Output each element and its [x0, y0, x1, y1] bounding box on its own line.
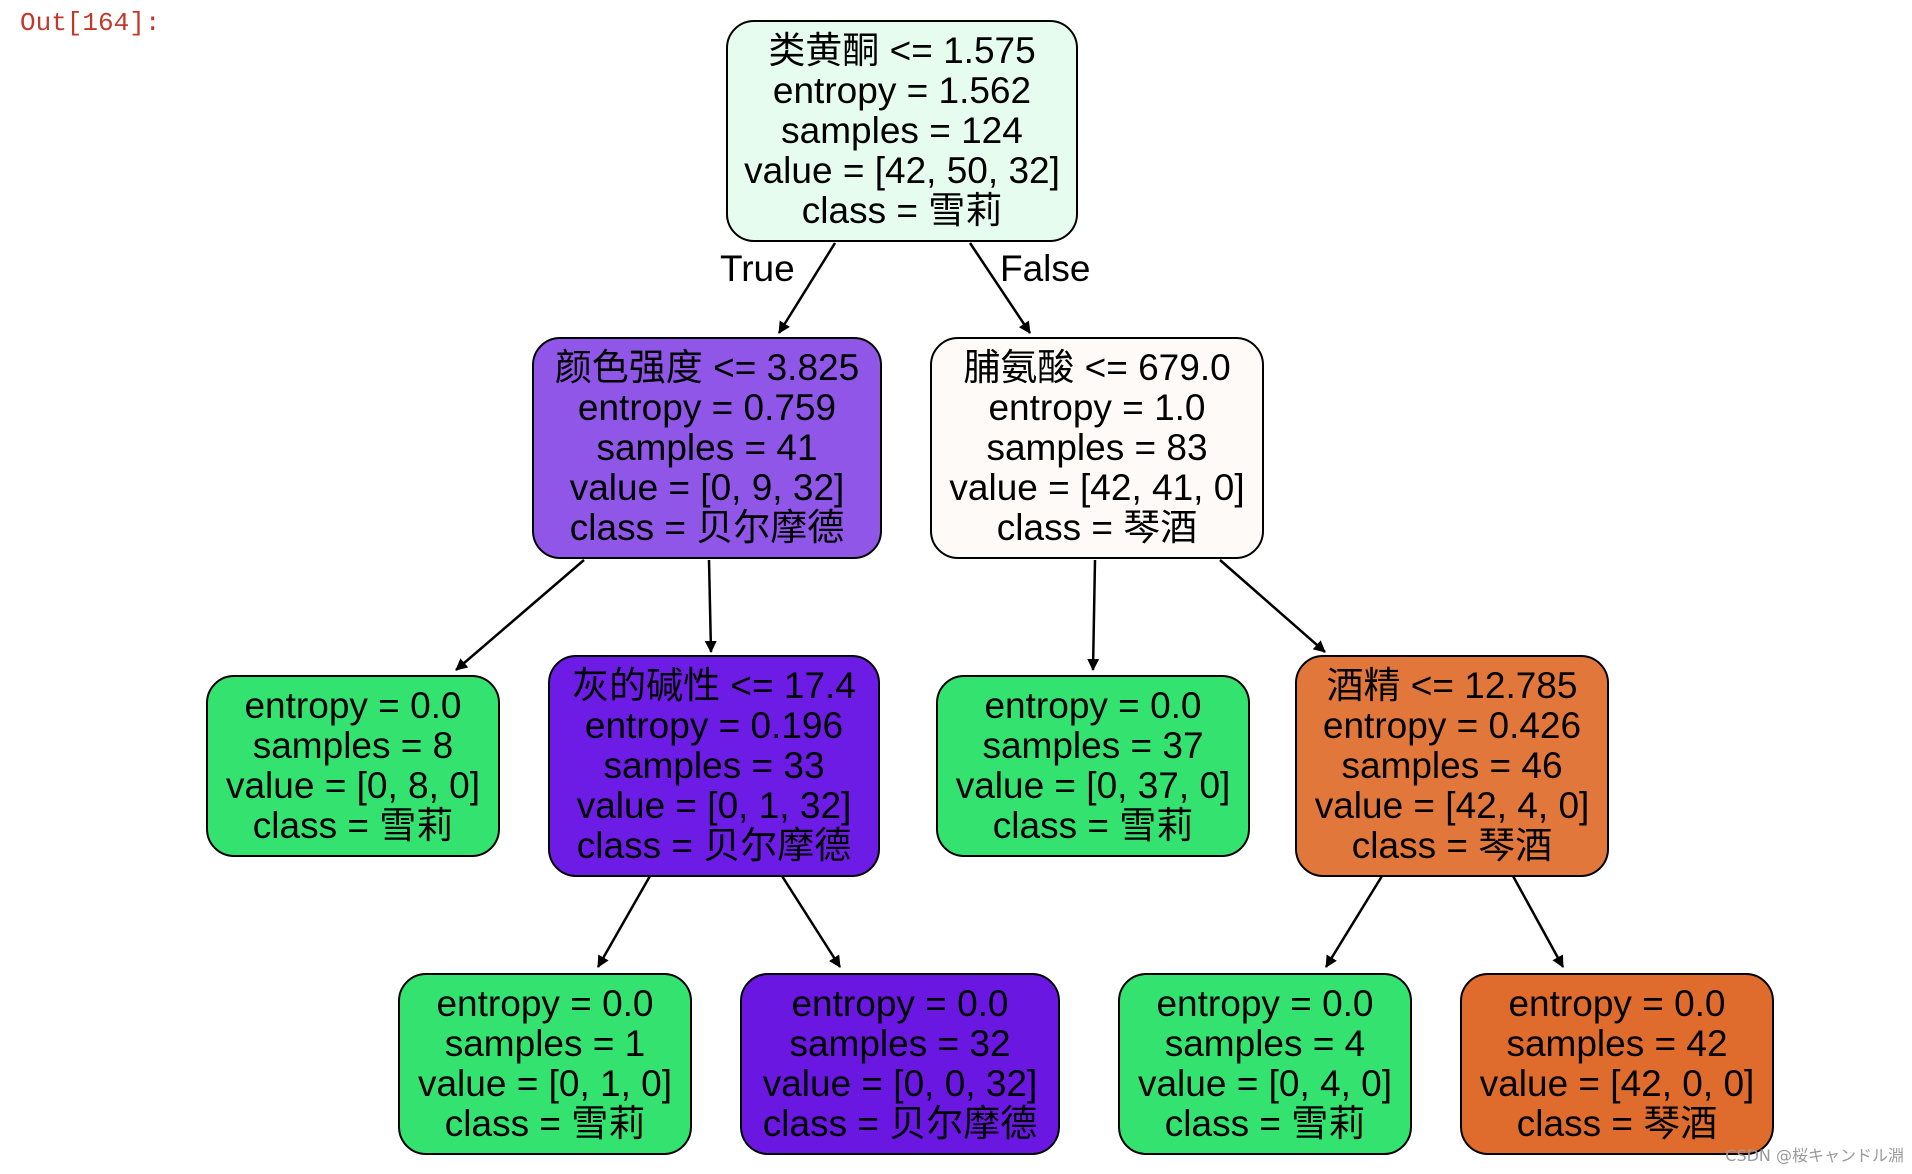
tree-leaf-node: entropy = 0.0 samples = 42 value = [42, …	[1460, 973, 1774, 1155]
node-value: value = [0, 1, 32]	[576, 785, 852, 826]
edge-n6-n10	[1511, 875, 1565, 968]
tree-node-alcohol: 酒精 <= 12.785 entropy = 0.426 samples = 4…	[1295, 655, 1609, 877]
watermark: CSDN @桜キャンドル淵	[1725, 1146, 1904, 1165]
node-entropy: entropy = 0.0	[984, 685, 1202, 726]
node-value: value = [42, 41, 0]	[949, 467, 1245, 508]
output-prompt: Out[164]:	[20, 8, 161, 38]
edge-n1-n4	[704, 559, 717, 653]
node-class: class = 琴酒	[1351, 825, 1553, 866]
node-split: 脯氨酸 <= 679.0	[963, 347, 1231, 388]
node-value: value = [42, 0, 0]	[1479, 1063, 1755, 1104]
node-value: value = [0, 9, 32]	[569, 467, 845, 508]
node-class: class = 雪莉	[444, 1103, 646, 1144]
node-split: 颜色强度 <= 3.825	[554, 347, 860, 388]
node-class: class = 雪莉	[992, 805, 1194, 846]
node-samples: samples = 37	[982, 725, 1204, 766]
node-class: class = 贝尔摩德	[762, 1103, 1038, 1144]
tree-node-color-intensity: 颜色强度 <= 3.825 entropy = 0.759 samples = …	[532, 337, 882, 559]
node-class: class = 琴酒	[1516, 1103, 1718, 1144]
edge-n2-n6	[1219, 559, 1326, 653]
node-samples: samples = 8	[252, 725, 454, 766]
edge-n1-n3	[455, 559, 585, 671]
tree-leaf-node: entropy = 0.0 samples = 1 value = [0, 1,…	[398, 973, 692, 1155]
node-class: class = 雪莉	[252, 805, 454, 846]
node-value: value = [0, 37, 0]	[955, 765, 1231, 806]
tree-leaf-node: entropy = 0.0 samples = 32 value = [0, 0…	[740, 973, 1060, 1155]
node-samples: samples = 32	[789, 1023, 1011, 1064]
tree-leaf-node: entropy = 0.0 samples = 4 value = [0, 4,…	[1118, 973, 1412, 1155]
node-entropy: entropy = 0.0	[1156, 983, 1374, 1024]
node-split: 类黄酮 <= 1.575	[768, 30, 1036, 71]
node-class: class = 贝尔摩德	[569, 507, 845, 548]
node-class: class = 琴酒	[996, 507, 1198, 548]
node-entropy: entropy = 0.196	[584, 705, 844, 746]
tree-node-ash-alkalinity: 灰的碱性 <= 17.4 entropy = 0.196 samples = 3…	[548, 655, 880, 877]
node-class: class = 雪莉	[801, 190, 1003, 231]
node-split: 灰的碱性 <= 17.4	[572, 665, 856, 706]
node-entropy: entropy = 0.0	[791, 983, 1009, 1024]
node-samples: samples = 33	[603, 745, 825, 786]
node-split: 酒精 <= 12.785	[1326, 665, 1578, 706]
node-samples: samples = 4	[1164, 1023, 1366, 1064]
node-class: class = 雪莉	[1164, 1103, 1366, 1144]
edge-n4-n8	[780, 875, 842, 968]
node-entropy: entropy = 0.426	[1322, 705, 1582, 746]
node-samples: samples = 83	[986, 427, 1208, 468]
node-samples: samples = 1	[444, 1023, 646, 1064]
node-entropy: entropy = 1.0	[988, 387, 1206, 428]
node-value: value = [0, 4, 0]	[1137, 1063, 1393, 1104]
node-samples: samples = 41	[596, 427, 818, 468]
node-value: value = [0, 1, 0]	[417, 1063, 673, 1104]
edge-n2-n5	[1087, 559, 1100, 671]
node-value: value = [42, 4, 0]	[1314, 785, 1590, 826]
tree-leaf-node: entropy = 0.0 samples = 37 value = [0, 3…	[936, 675, 1250, 857]
tree-node-root: 类黄酮 <= 1.575 entropy = 1.562 samples = 1…	[726, 20, 1078, 242]
node-entropy: entropy = 1.562	[772, 70, 1032, 111]
node-entropy: entropy = 0.0	[436, 983, 654, 1024]
node-samples: samples = 42	[1506, 1023, 1728, 1064]
edge-n6-n9	[1324, 875, 1384, 968]
node-value: value = [42, 50, 32]	[744, 150, 1060, 191]
node-entropy: entropy = 0.759	[577, 387, 837, 428]
node-class: class = 贝尔摩德	[576, 825, 852, 866]
edge-label-false: False	[1000, 248, 1091, 289]
edge-label-true: True	[720, 248, 795, 289]
edge-root-n2	[968, 242, 1032, 334]
node-samples: samples = 46	[1341, 745, 1563, 786]
node-value: value = [0, 0, 32]	[762, 1063, 1038, 1104]
edge-root-n1	[777, 242, 837, 334]
node-samples: samples = 124	[781, 110, 1023, 151]
tree-node-proline: 脯氨酸 <= 679.0 entropy = 1.0 samples = 83 …	[930, 337, 1264, 559]
tree-leaf-node: entropy = 0.0 samples = 8 value = [0, 8,…	[206, 675, 500, 857]
node-entropy: entropy = 0.0	[1508, 983, 1726, 1024]
edge-n4-n7	[596, 875, 652, 968]
node-entropy: entropy = 0.0	[244, 685, 462, 726]
node-value: value = [0, 8, 0]	[225, 765, 481, 806]
